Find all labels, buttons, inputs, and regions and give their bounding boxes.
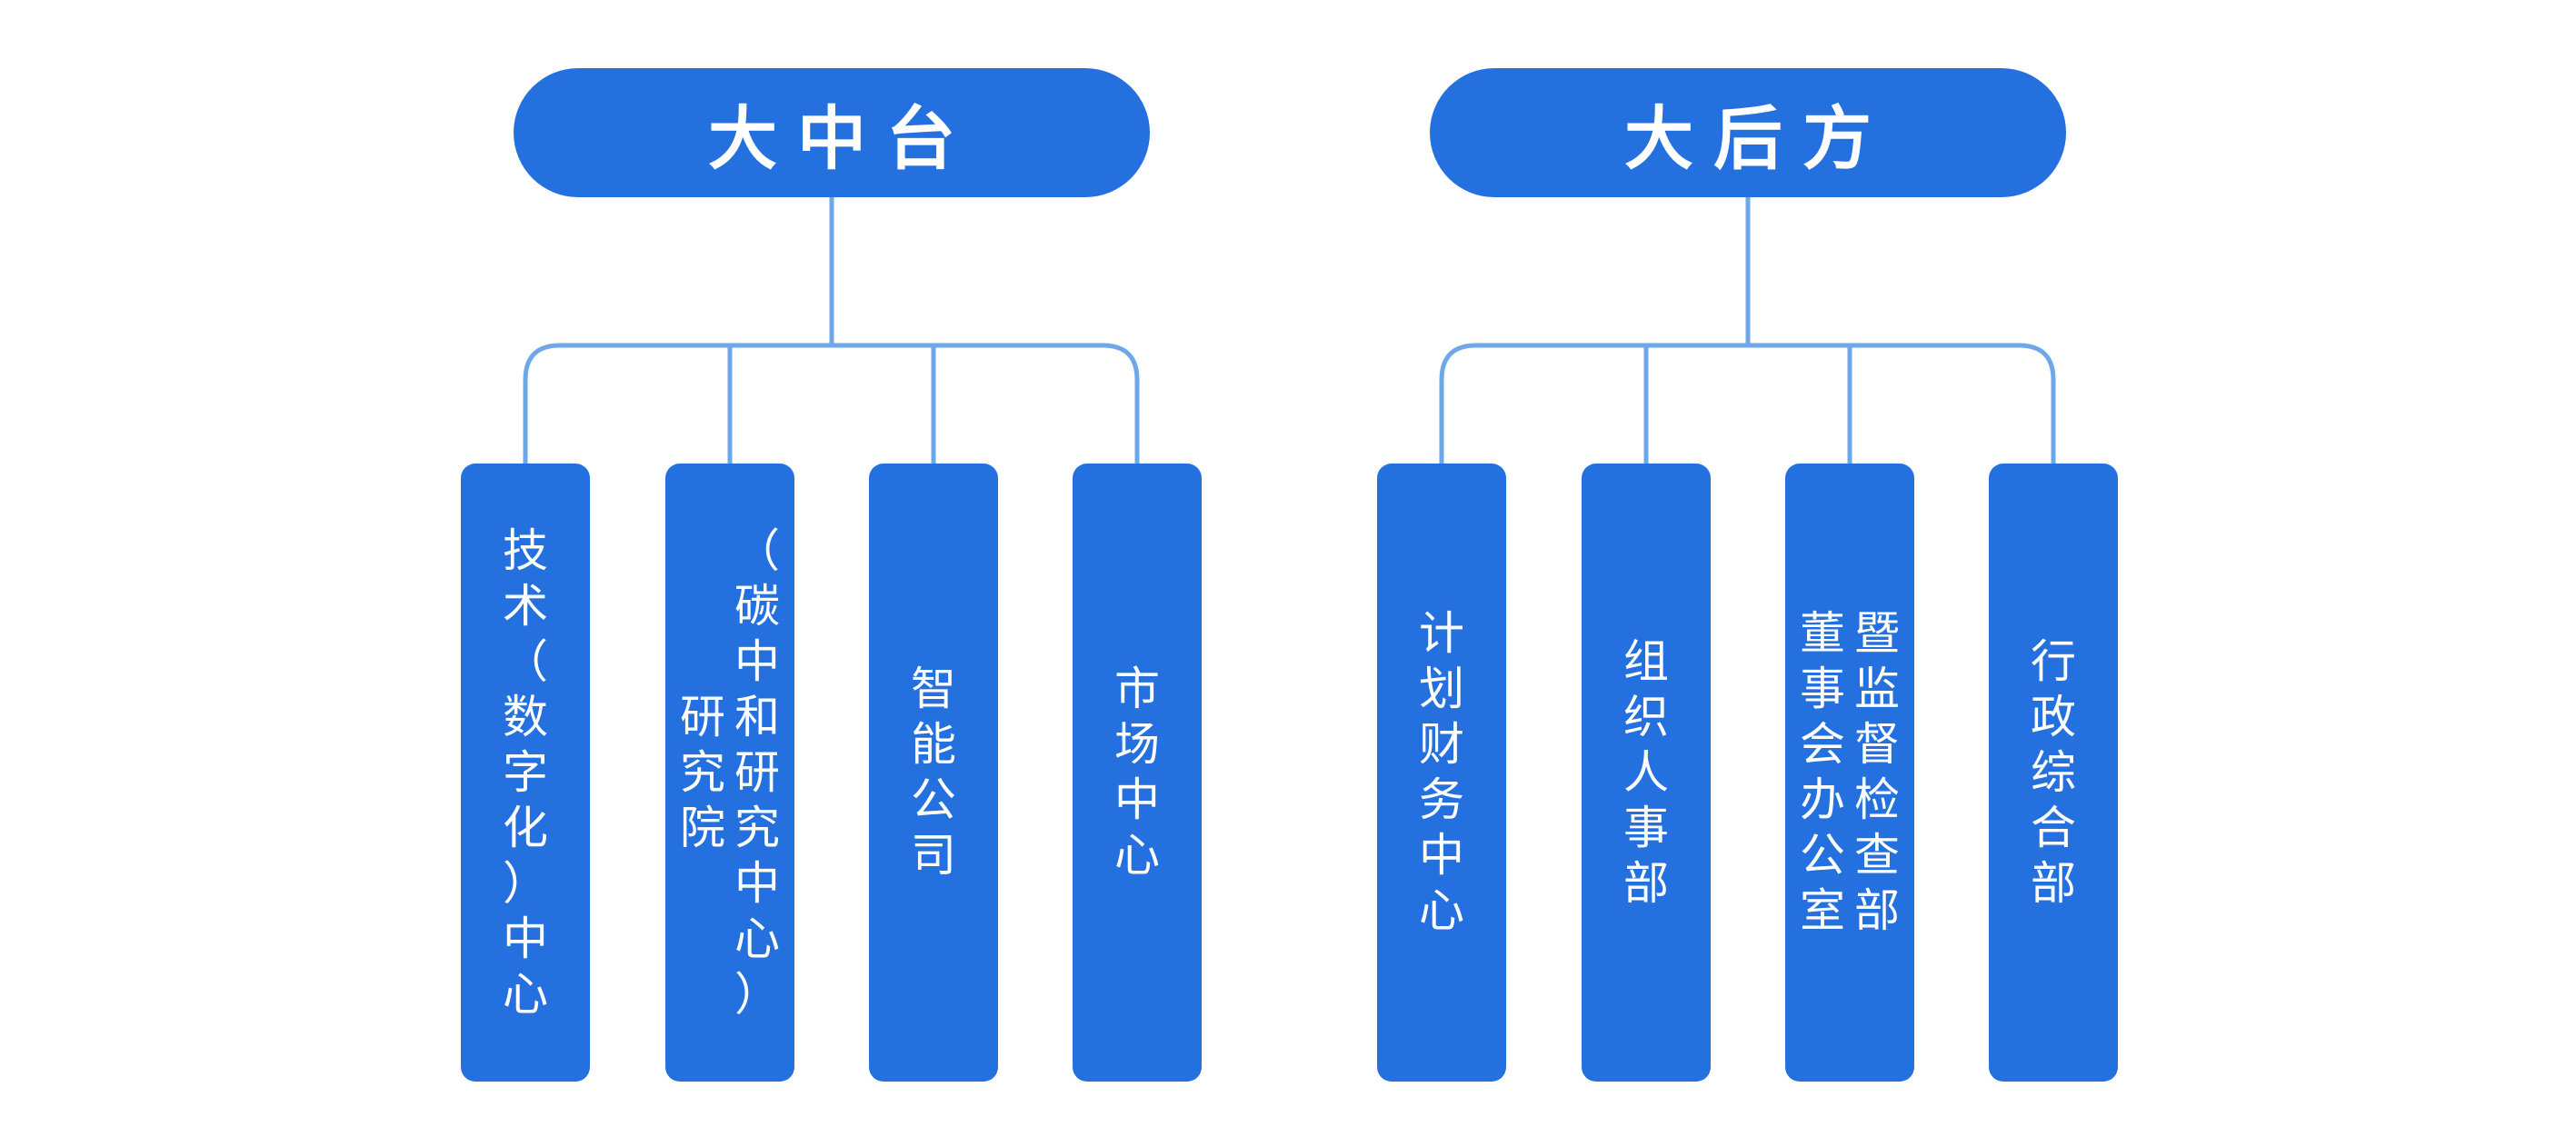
node-label-col-1: （碳中和研究中心） [734,524,780,1021]
node-label: 计划财务中心 [1419,607,1464,937]
group-1-connectors [523,197,1140,464]
root-node-label: 大中台 [708,98,975,179]
node-label: 组织人事部 [1623,634,1669,910]
node-label: 行政综合部 [2031,634,2076,910]
root-node-label: 大后方 [1624,98,1892,179]
node-research-institute: （碳中和研究中心） 研究院 [665,464,794,1082]
node-hr-department: 组织人事部 [1582,464,1711,1082]
node-planning-finance-center: 计划财务中心 [1377,464,1506,1082]
node-smart-company: 智能公司 [869,464,998,1082]
root-node-da-hou-fang: 大后方 [1430,68,2066,197]
node-label: 智能公司 [911,663,956,882]
node-label: 技术（数字化）中心 [503,524,548,1021]
node-label-col-1: 暨监督检查部 [1854,607,1900,937]
connector-bus-1 [523,343,1140,464]
group-2-connectors [1439,197,2056,464]
node-label: 市场中心 [1114,663,1160,882]
node-market-center: 市场中心 [1073,464,1202,1082]
root-node-da-zhong-tai: 大中台 [514,68,1150,197]
node-board-office-supervision: 暨监督检查部 董事会办公室 [1785,464,1914,1082]
node-label-col-2: 研究院 [680,690,725,854]
node-tech-digital-center: 技术（数字化）中心 [461,464,590,1082]
connector-bus-2 [1439,343,2056,464]
node-label-col-2: 董事会办公室 [1800,607,1845,937]
node-admin-department: 行政综合部 [1989,464,2118,1082]
